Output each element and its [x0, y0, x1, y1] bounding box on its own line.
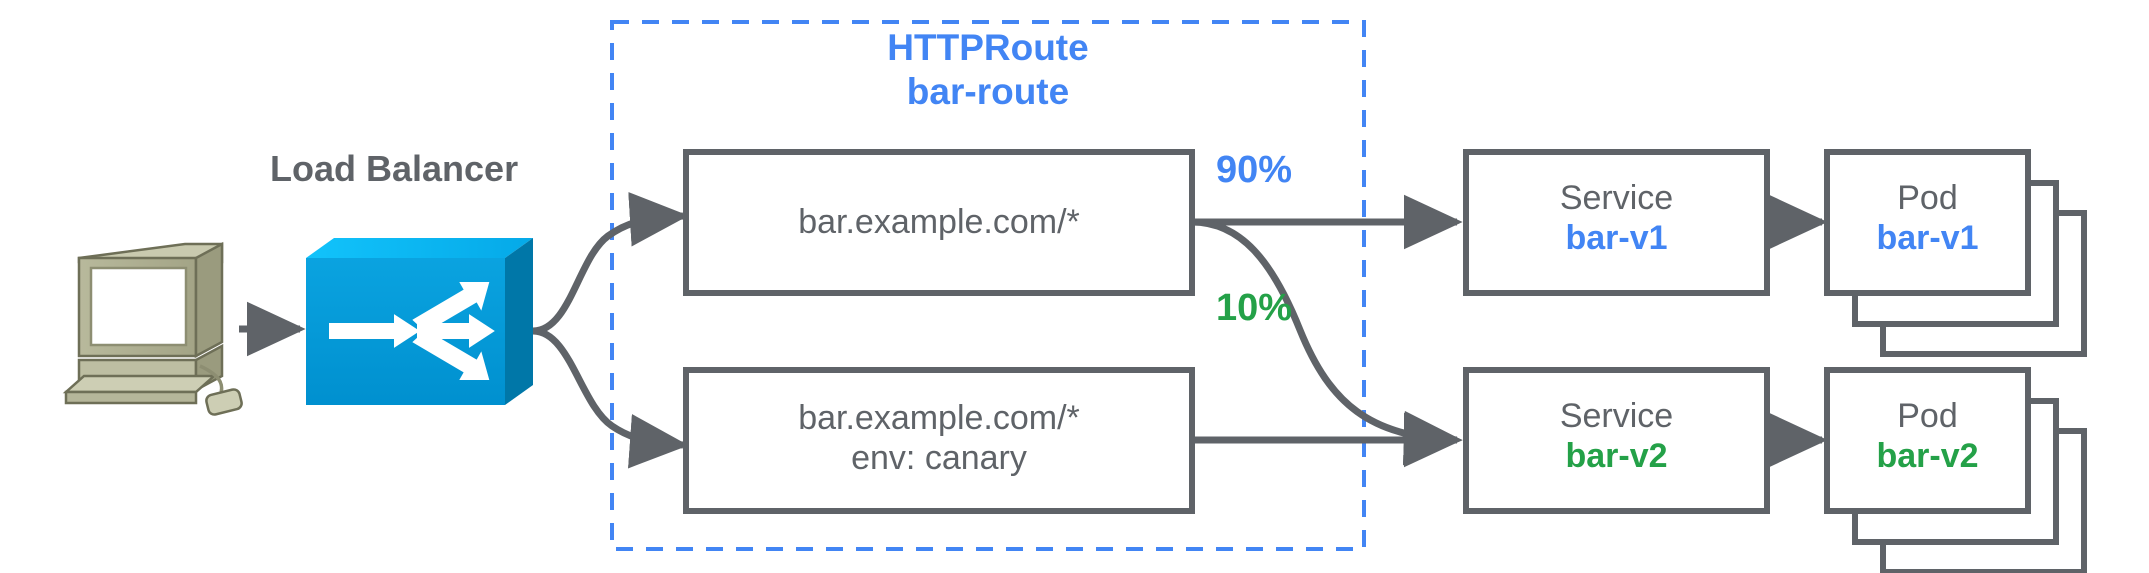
pod-stack-bar-v2[interactable]: [1824, 367, 2087, 573]
workstation-icon: [62, 241, 243, 416]
weight-label-10: 10%: [1216, 287, 1293, 329]
pod-v2-name: bar-v2: [1876, 437, 1979, 476]
pod-stack-bar-v1[interactable]: [1824, 149, 2087, 357]
rule-box-1[interactable]: [683, 149, 1195, 296]
service-box-bar-v2[interactable]: [1463, 367, 1770, 514]
service-box-bar-v1[interactable]: [1463, 149, 1770, 296]
edge-rule1-to-service-v2-10: [1191, 218, 1463, 466]
service-v2-title: Service: [1559, 397, 1674, 435]
pod-v1-name: bar-v1: [1876, 219, 1979, 258]
service-v2-name: bar-v2: [1565, 437, 1668, 476]
pod-replica-1: [1824, 149, 2031, 296]
edge-loadbalancer-to-rule-1: [532, 191, 689, 335]
rule-1-line-1: bar.example.com/*: [798, 203, 1080, 241]
httproute-kind-label: HTTPRoute: [887, 27, 1089, 68]
service-v1-name: bar-v1: [1565, 219, 1668, 258]
httproute-name-label: bar-route: [906, 70, 1070, 112]
pod-replica-1: [1824, 367, 2031, 514]
load-balancer-label: Load Balancer: [270, 148, 519, 189]
pod-v1-title: Pod: [1897, 179, 1958, 217]
network-switch-icon: [306, 238, 533, 405]
rule-2-line-2: env: canary: [851, 439, 1027, 478]
edge-loadbalancer-to-rule-2: [532, 327, 689, 469]
pod-v2-title: Pod: [1897, 397, 1958, 435]
rule-box-2[interactable]: [683, 367, 1195, 514]
service-v1-title: Service: [1559, 179, 1674, 217]
httproute-group-boundary: [610, 20, 1366, 551]
weight-label-90: 90%: [1216, 149, 1293, 191]
rule-2-line-1: bar.example.com/*: [798, 399, 1080, 437]
